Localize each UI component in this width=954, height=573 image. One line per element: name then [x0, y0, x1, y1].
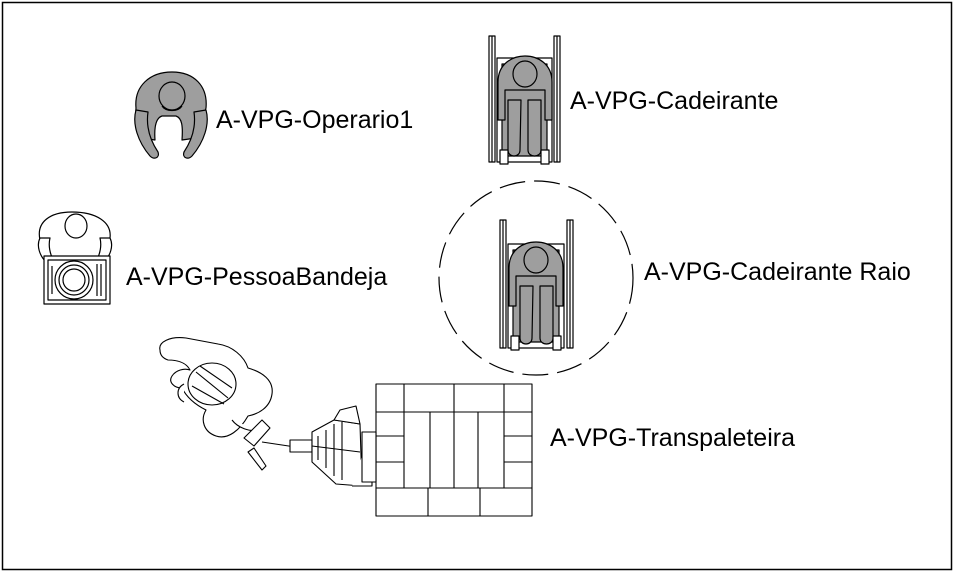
label-pessoa-bandeja: A-VPG-PessoaBandeja — [126, 263, 387, 291]
label-cadeirante-raio: A-VPG-Cadeirante Raio — [644, 258, 911, 286]
wheelchair-turning-radius-icon — [438, 180, 634, 376]
worker-topview-icon — [134, 71, 208, 159]
label-cadeirante: A-VPG-Cadeirante — [570, 87, 778, 115]
person-with-tray-icon — [37, 211, 113, 305]
label-transpaleteira: A-VPG-Transpaleteira — [550, 424, 795, 452]
pallet-jack-operator-icon — [159, 337, 533, 517]
turning-radius-circle — [438, 180, 634, 376]
wheelchair-user-topview-icon — [488, 35, 561, 165]
label-operario: A-VPG-Operario1 — [216, 106, 413, 134]
